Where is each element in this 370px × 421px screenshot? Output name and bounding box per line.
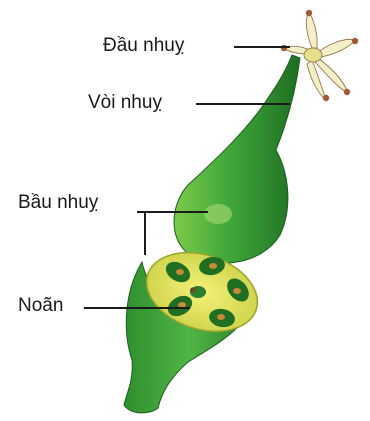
ovary-highlight <box>204 204 232 224</box>
label-stigma: Đầu nhuỵ <box>103 36 184 55</box>
ovary-and-style <box>174 55 300 263</box>
label-style: Vòi nhuỵ <box>88 93 162 112</box>
label-ovule: Noãn <box>18 296 63 315</box>
label-ovary: Bầu nhuỵ <box>18 193 98 212</box>
